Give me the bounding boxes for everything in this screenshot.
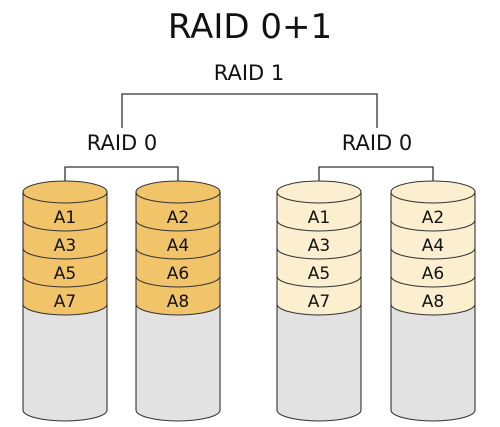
block-label: A4 — [422, 236, 444, 256]
stripe-group-label-1: RAID 0 — [87, 131, 158, 155]
disk-top-cap — [276, 180, 362, 204]
block-label: A2 — [167, 208, 189, 228]
block-label: A1 — [308, 208, 330, 228]
block-label: A7 — [54, 292, 76, 312]
disk: A8 A6 A4 A2 — [390, 180, 476, 422]
diagram-title: RAID 0+1 — [168, 7, 332, 47]
stripe-bracket-1 — [64, 166, 179, 192]
block-label: A3 — [54, 236, 76, 256]
block-label: A6 — [422, 264, 444, 284]
disk: A7 A5 A3 A1 — [22, 180, 108, 422]
connector-lines — [64, 93, 434, 192]
disk-top-cap — [135, 180, 221, 204]
block-label: A5 — [54, 264, 76, 284]
disk-empty-space — [390, 304, 476, 422]
block-label: A2 — [422, 208, 444, 228]
mirror-bracket — [121, 93, 378, 128]
block-label: A8 — [167, 292, 189, 312]
disk-top-cap — [22, 180, 108, 204]
block-label: A7 — [308, 292, 330, 312]
stripe-bracket-2 — [318, 166, 434, 192]
disk-top-cap — [390, 180, 476, 204]
block-label: A4 — [167, 236, 189, 256]
block-label: A6 — [167, 264, 189, 284]
disk-empty-space — [22, 304, 108, 422]
block-label: A8 — [422, 292, 444, 312]
block-label: A1 — [54, 208, 76, 228]
disk: A7 A5 A3 A1 — [276, 180, 362, 422]
stripe-group-label-2: RAID 0 — [342, 131, 413, 155]
mirror-label: RAID 1 — [214, 61, 285, 85]
disk-empty-space — [276, 304, 362, 422]
block-label: A3 — [308, 236, 330, 256]
block-label: A5 — [308, 264, 330, 284]
disk: A8 A6 A4 A2 — [135, 180, 221, 422]
disk-empty-space — [135, 304, 221, 422]
